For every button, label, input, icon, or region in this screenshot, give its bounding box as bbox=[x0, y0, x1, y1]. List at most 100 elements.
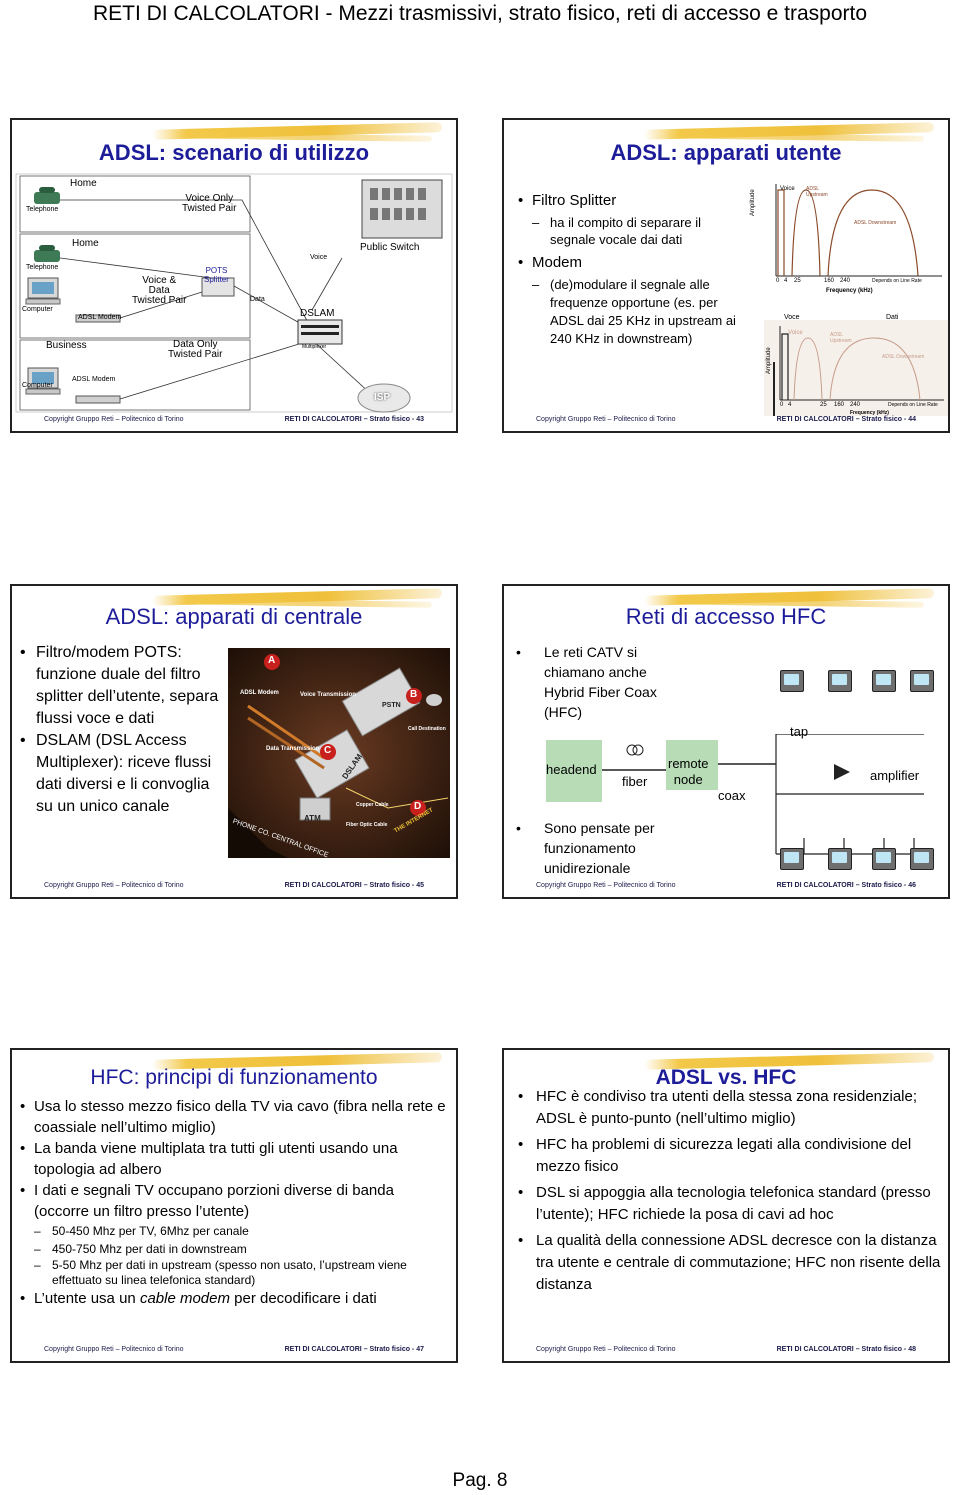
slide-title: ADSL vs. HFC bbox=[655, 1066, 797, 1089]
bullet-item: 50-450 Mhz per TV, 6Mhz per canale bbox=[18, 1222, 448, 1240]
slide-title: ADSL: apparati utente bbox=[610, 140, 842, 165]
graph-dati: Dati bbox=[886, 314, 899, 321]
footer-slide-number: RETI DI CALCOLATORI – Strato fisico - 48 bbox=[776, 1346, 916, 1353]
voice-band bbox=[777, 189, 785, 276]
data-line bbox=[311, 339, 373, 396]
label-home: Home bbox=[70, 178, 97, 189]
spectrum-graph-top bbox=[775, 184, 942, 277]
coax-tree-line bbox=[775, 734, 924, 855]
public-switch-icon bbox=[361, 179, 443, 239]
label-dslam: DSLAM bbox=[300, 308, 335, 319]
bullet-item: (de)modulare il segnale alle frequenze o… bbox=[516, 276, 746, 348]
fiber-coil-icon bbox=[632, 744, 644, 756]
graph-ylabel: Amplitude bbox=[766, 347, 772, 374]
tv-icon bbox=[780, 670, 804, 692]
label-headend: headend bbox=[546, 762, 597, 777]
slide-46: Reti di accesso HFC Le reti CATV si chia… bbox=[502, 584, 950, 899]
footer-copyright: Copyright Gruppo Reti – Politecnico di T… bbox=[44, 416, 184, 423]
graph-voice: Voice bbox=[788, 330, 803, 336]
home1-box bbox=[19, 175, 251, 233]
page-header: RETI DI CALCOLATORI - Mezzi trasmissivi,… bbox=[92, 2, 868, 25]
footer-copyright: Copyright Gruppo Reti – Politecnico di T… bbox=[44, 1346, 184, 1353]
label-voice-data: Voice & Data Twisted Pair bbox=[132, 275, 187, 306]
label-pstn: PSTN bbox=[382, 702, 401, 709]
computer-icon bbox=[25, 367, 61, 395]
badge-a bbox=[264, 654, 280, 670]
badge-c bbox=[320, 744, 336, 760]
cable-line bbox=[247, 716, 325, 770]
pstn-rack-icon bbox=[341, 667, 421, 737]
graph-tick: 0 bbox=[780, 402, 784, 408]
graph-depends: Depends on Line Rate bbox=[872, 278, 922, 284]
label-data-only: Data Only Twisted Pair bbox=[168, 339, 223, 360]
isp-cloud-icon bbox=[357, 383, 411, 413]
graph-adsl-upstream: ADSL Upstream bbox=[806, 186, 828, 198]
page-number: Pag. 8 bbox=[452, 1470, 508, 1491]
bullet-list: Usa lo stesso mezzo fisico della TV via … bbox=[18, 1096, 448, 1309]
bullet-item: Filtro Splitter bbox=[516, 192, 746, 210]
dslam-rack-icon bbox=[294, 729, 370, 799]
remote-node-box bbox=[666, 740, 718, 790]
tv-icon bbox=[828, 670, 852, 692]
cable-line bbox=[345, 787, 449, 809]
tv-icon bbox=[872, 848, 896, 870]
slide-45: ADSL: apparati di centrale Filtro/modem … bbox=[10, 584, 458, 899]
slide-title: HFC: principi di funzionamento bbox=[90, 1066, 378, 1089]
footer-slide-number: RETI DI CALCOLATORI – Strato fisico - 45 bbox=[284, 882, 424, 889]
label-voice: Voice bbox=[310, 254, 328, 261]
twisted-pair-line bbox=[119, 339, 313, 400]
tv-icon bbox=[910, 670, 934, 692]
twisted-pair-line bbox=[60, 199, 313, 331]
label-amplifier: amplifier bbox=[870, 768, 920, 783]
home2-box bbox=[19, 233, 251, 339]
graph-tick: 240 bbox=[850, 402, 861, 408]
label-atm: ATM bbox=[304, 814, 321, 823]
label-telephone: Telephone bbox=[26, 264, 59, 271]
label-business: Business bbox=[46, 340, 87, 351]
footer-copyright: Copyright Gruppo Reti – Politecnico di T… bbox=[44, 882, 184, 889]
tv-icon bbox=[780, 848, 804, 870]
graph-adsl-downstream: ADSL Downstream bbox=[854, 220, 897, 226]
label-multiplexer: Multiplexer bbox=[302, 344, 327, 350]
pots-splitter-icon bbox=[201, 277, 235, 297]
slide-43: ADSL: scenario di utilizzo bbox=[10, 118, 458, 433]
hfc-network-diagram bbox=[546, 734, 924, 855]
footer-slide-number: RETI DI CALCOLATORI – Strato fisico - 44 bbox=[776, 416, 916, 423]
slide-title: Reti di accesso HFC bbox=[625, 604, 827, 629]
tv-icon bbox=[872, 670, 896, 692]
bullet-item: Usa lo stesso mezzo fisico della TV via … bbox=[18, 1096, 448, 1138]
graph-xlabel: Frequency (kHz) bbox=[850, 410, 889, 416]
label-data: Data bbox=[250, 296, 265, 303]
label-computer: Computer bbox=[22, 306, 53, 313]
footer-slide-number: RETI DI CALCOLATORI – Strato fisico - 43 bbox=[284, 416, 424, 423]
label-adsl-modem: ADSL Modem bbox=[72, 376, 116, 383]
graph-voice: Voice bbox=[780, 186, 795, 192]
computer-icon bbox=[25, 277, 61, 305]
label-voice-only: Voice Only Twisted Pair bbox=[182, 193, 237, 214]
slide-title: ADSL: scenario di utilizzo bbox=[98, 140, 370, 165]
bullet-item: HFC è condiviso tra utenti della stessa … bbox=[516, 1086, 944, 1130]
label-fiber: fiber bbox=[622, 774, 648, 789]
bullet-item: Le reti CATV si chiamano anche Hybrid Fi… bbox=[514, 642, 664, 722]
bullet-item: L’utente usa un cable modem per decodifi… bbox=[18, 1288, 448, 1309]
slide-title: ADSL: apparati di centrale bbox=[105, 604, 363, 629]
label-badge-d: D bbox=[414, 801, 422, 812]
footer-slide-number: RETI DI CALCOLATORI – Strato fisico - 47 bbox=[284, 1346, 424, 1353]
badge-b bbox=[406, 688, 422, 704]
amplifier-icon bbox=[834, 764, 850, 780]
adsl-modem-icon bbox=[75, 395, 121, 404]
label-computer: Computer bbox=[22, 382, 53, 389]
graph-tick: 0 bbox=[776, 278, 780, 284]
cable-line bbox=[247, 704, 325, 760]
label-badge-a: A bbox=[268, 655, 276, 666]
footer-copyright: Copyright Gruppo Reti – Politecnico di T… bbox=[536, 1346, 676, 1353]
footer-slide-number: RETI DI CALCOLATORI – Strato fisico - 46 bbox=[776, 882, 916, 889]
graph-tick: 4 bbox=[784, 278, 788, 284]
bullet-item: La qualità della connessione ADSL decres… bbox=[516, 1230, 944, 1296]
telephone-icon bbox=[34, 187, 60, 204]
label-voice-transmission: Voice Transmission bbox=[300, 692, 356, 698]
business-box bbox=[19, 339, 251, 411]
adsl-modem-icon bbox=[75, 314, 121, 323]
graph-tick: 160 bbox=[834, 402, 845, 408]
label-isp: ISP bbox=[374, 392, 391, 403]
